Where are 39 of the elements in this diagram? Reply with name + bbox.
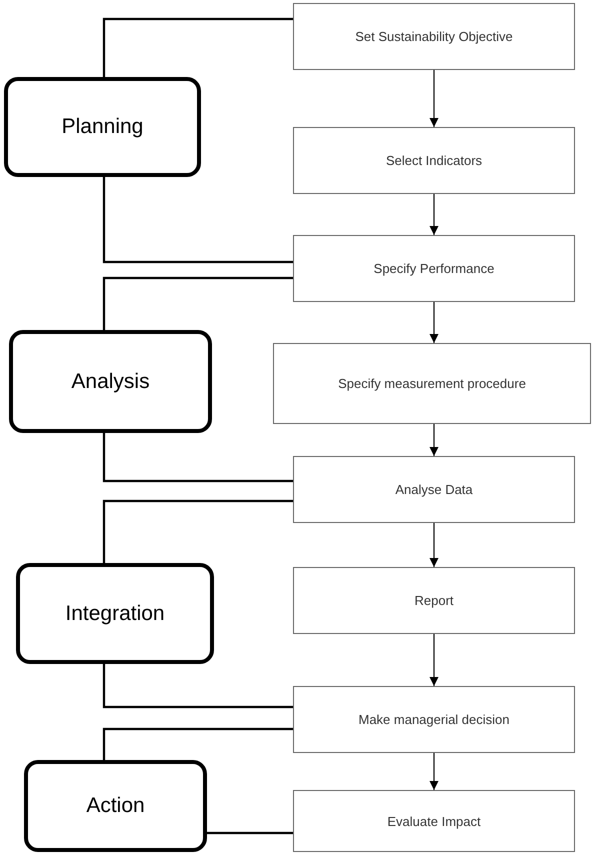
- process-label: Evaluate Impact: [387, 814, 481, 828]
- connector-line: [102, 276, 293, 330]
- process-box: [273, 343, 591, 424]
- phase-box: [9, 330, 212, 433]
- process-box: [293, 686, 575, 753]
- process-box: [293, 235, 575, 302]
- process-box: [293, 567, 575, 634]
- connector-line: [102, 18, 293, 77]
- process-label: Set Sustainability Objective: [355, 29, 513, 44]
- process-label: Specify Performance: [374, 261, 494, 276]
- phase-box: [24, 760, 207, 852]
- process-label: Report: [414, 593, 454, 608]
- connector-line: [102, 728, 293, 760]
- connector-line: [207, 832, 293, 834]
- process-box: [293, 3, 575, 70]
- connector-line: [102, 433, 293, 482]
- arrow: [430, 753, 438, 790]
- arrow: [430, 424, 438, 456]
- connector-line: [102, 177, 293, 264]
- arrow: [430, 302, 438, 343]
- arrow: [430, 194, 438, 235]
- phase-label: Action: [86, 794, 145, 818]
- process-label: Make managerial decision: [358, 712, 510, 727]
- phase-box: [4, 77, 201, 177]
- connector-line: [102, 500, 293, 563]
- process-label: Specify measurement procedure: [338, 376, 526, 391]
- connector-line: [102, 664, 293, 708]
- arrow: [430, 70, 438, 127]
- process-label: Select Indicators: [386, 153, 482, 168]
- process-box: [293, 790, 575, 852]
- arrow: [430, 523, 438, 567]
- phase-label: Planning: [62, 115, 144, 139]
- process-label: Analyse Data: [395, 482, 473, 497]
- process-box: [293, 456, 575, 523]
- arrow: [430, 634, 438, 686]
- process-box: [293, 127, 575, 194]
- phase-label: Integration: [65, 602, 165, 626]
- phase-label: Analysis: [71, 370, 150, 394]
- phase-box: [16, 563, 214, 664]
